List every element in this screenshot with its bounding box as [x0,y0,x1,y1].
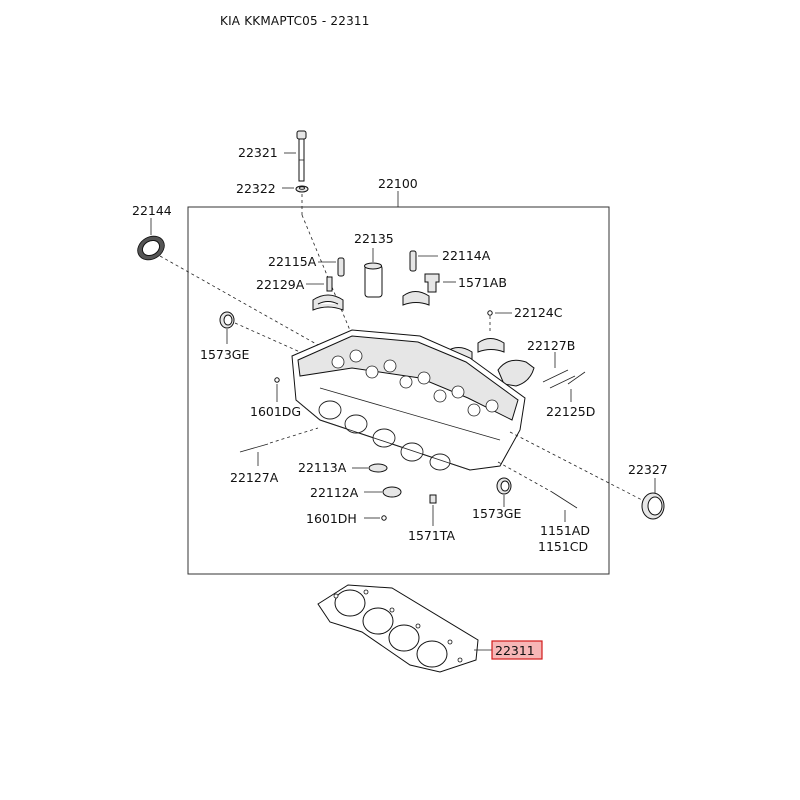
rocker-assembly[interactable] [497,359,535,387]
label-22144[interactable]: 22144 [132,203,172,218]
page-title: KIA KKMAPTC05 - 22311 [220,14,370,28]
dowel-1601DG[interactable] [274,377,280,383]
cylinder-head-22100[interactable] [291,329,526,471]
washer-22322[interactable] [295,185,309,193]
stud-22125D[interactable] [567,371,586,385]
cam-cap-center[interactable] [402,291,430,306]
label-22135[interactable]: 22135 [354,231,394,246]
stud-22129A[interactable] [326,276,333,292]
plug-1571TA[interactable] [429,494,437,504]
label-22112A[interactable]: 22112A [310,485,359,500]
head-gasket-22311[interactable] [317,584,479,673]
label-22321[interactable]: 22321 [238,145,278,160]
valve-guide-22114A[interactable] [409,250,417,272]
oil-seal-22144[interactable] [133,231,168,264]
head-bolt-22321[interactable] [296,130,307,182]
highlight-box-22311 [491,640,543,660]
tappet-22135[interactable] [364,262,383,298]
plug-1573GE-left[interactable] [219,311,235,329]
label-22115A[interactable]: 22115A [268,254,317,269]
label-22127B[interactable]: 22127B [527,338,575,353]
label-1151CD[interactable]: 1151CD [538,539,588,554]
label-22127A[interactable]: 22127A [230,470,279,485]
cam-cap-left[interactable] [312,294,344,311]
label-22129A[interactable]: 22129A [256,277,305,292]
label-22100[interactable]: 22100 [378,176,418,191]
label-22124C[interactable]: 22124C [514,305,563,320]
stud-22127A[interactable] [239,443,269,453]
label-22125D[interactable]: 22125D [546,404,595,419]
plug-1571AB[interactable] [424,273,440,293]
label-22311[interactable]: 22311 [495,643,535,658]
studs-22127B[interactable] [542,369,576,389]
dowel-1601DH[interactable] [381,515,387,521]
valve-seal-22113A[interactable] [368,463,388,473]
label-1571AB[interactable]: 1571AB [458,275,507,290]
label-1601DH[interactable]: 1601DH [306,511,357,526]
label-1571TA[interactable]: 1571TA [408,528,455,543]
valve-guide-22115A[interactable] [337,257,345,277]
label-1573GE-left[interactable]: 1573GE [200,347,249,362]
assembly-frame [187,206,610,575]
label-1151AD[interactable]: 1151AD [540,523,590,538]
label-1601DG[interactable]: 1601DG [250,404,301,419]
plug-1573GE-right[interactable] [496,477,512,495]
stud-1151AD[interactable] [551,491,578,509]
label-22114A[interactable]: 22114A [442,248,491,263]
label-22327[interactable]: 22327 [628,462,668,477]
label-22113A[interactable]: 22113A [298,460,347,475]
cam-cap-right-2[interactable] [477,338,505,353]
valve-seal-22112A[interactable] [382,486,402,498]
pin-22124C[interactable] [487,310,493,332]
plug-22327[interactable] [641,492,665,520]
label-1573GE-right[interactable]: 1573GE [472,506,521,521]
label-22322[interactable]: 22322 [236,181,276,196]
